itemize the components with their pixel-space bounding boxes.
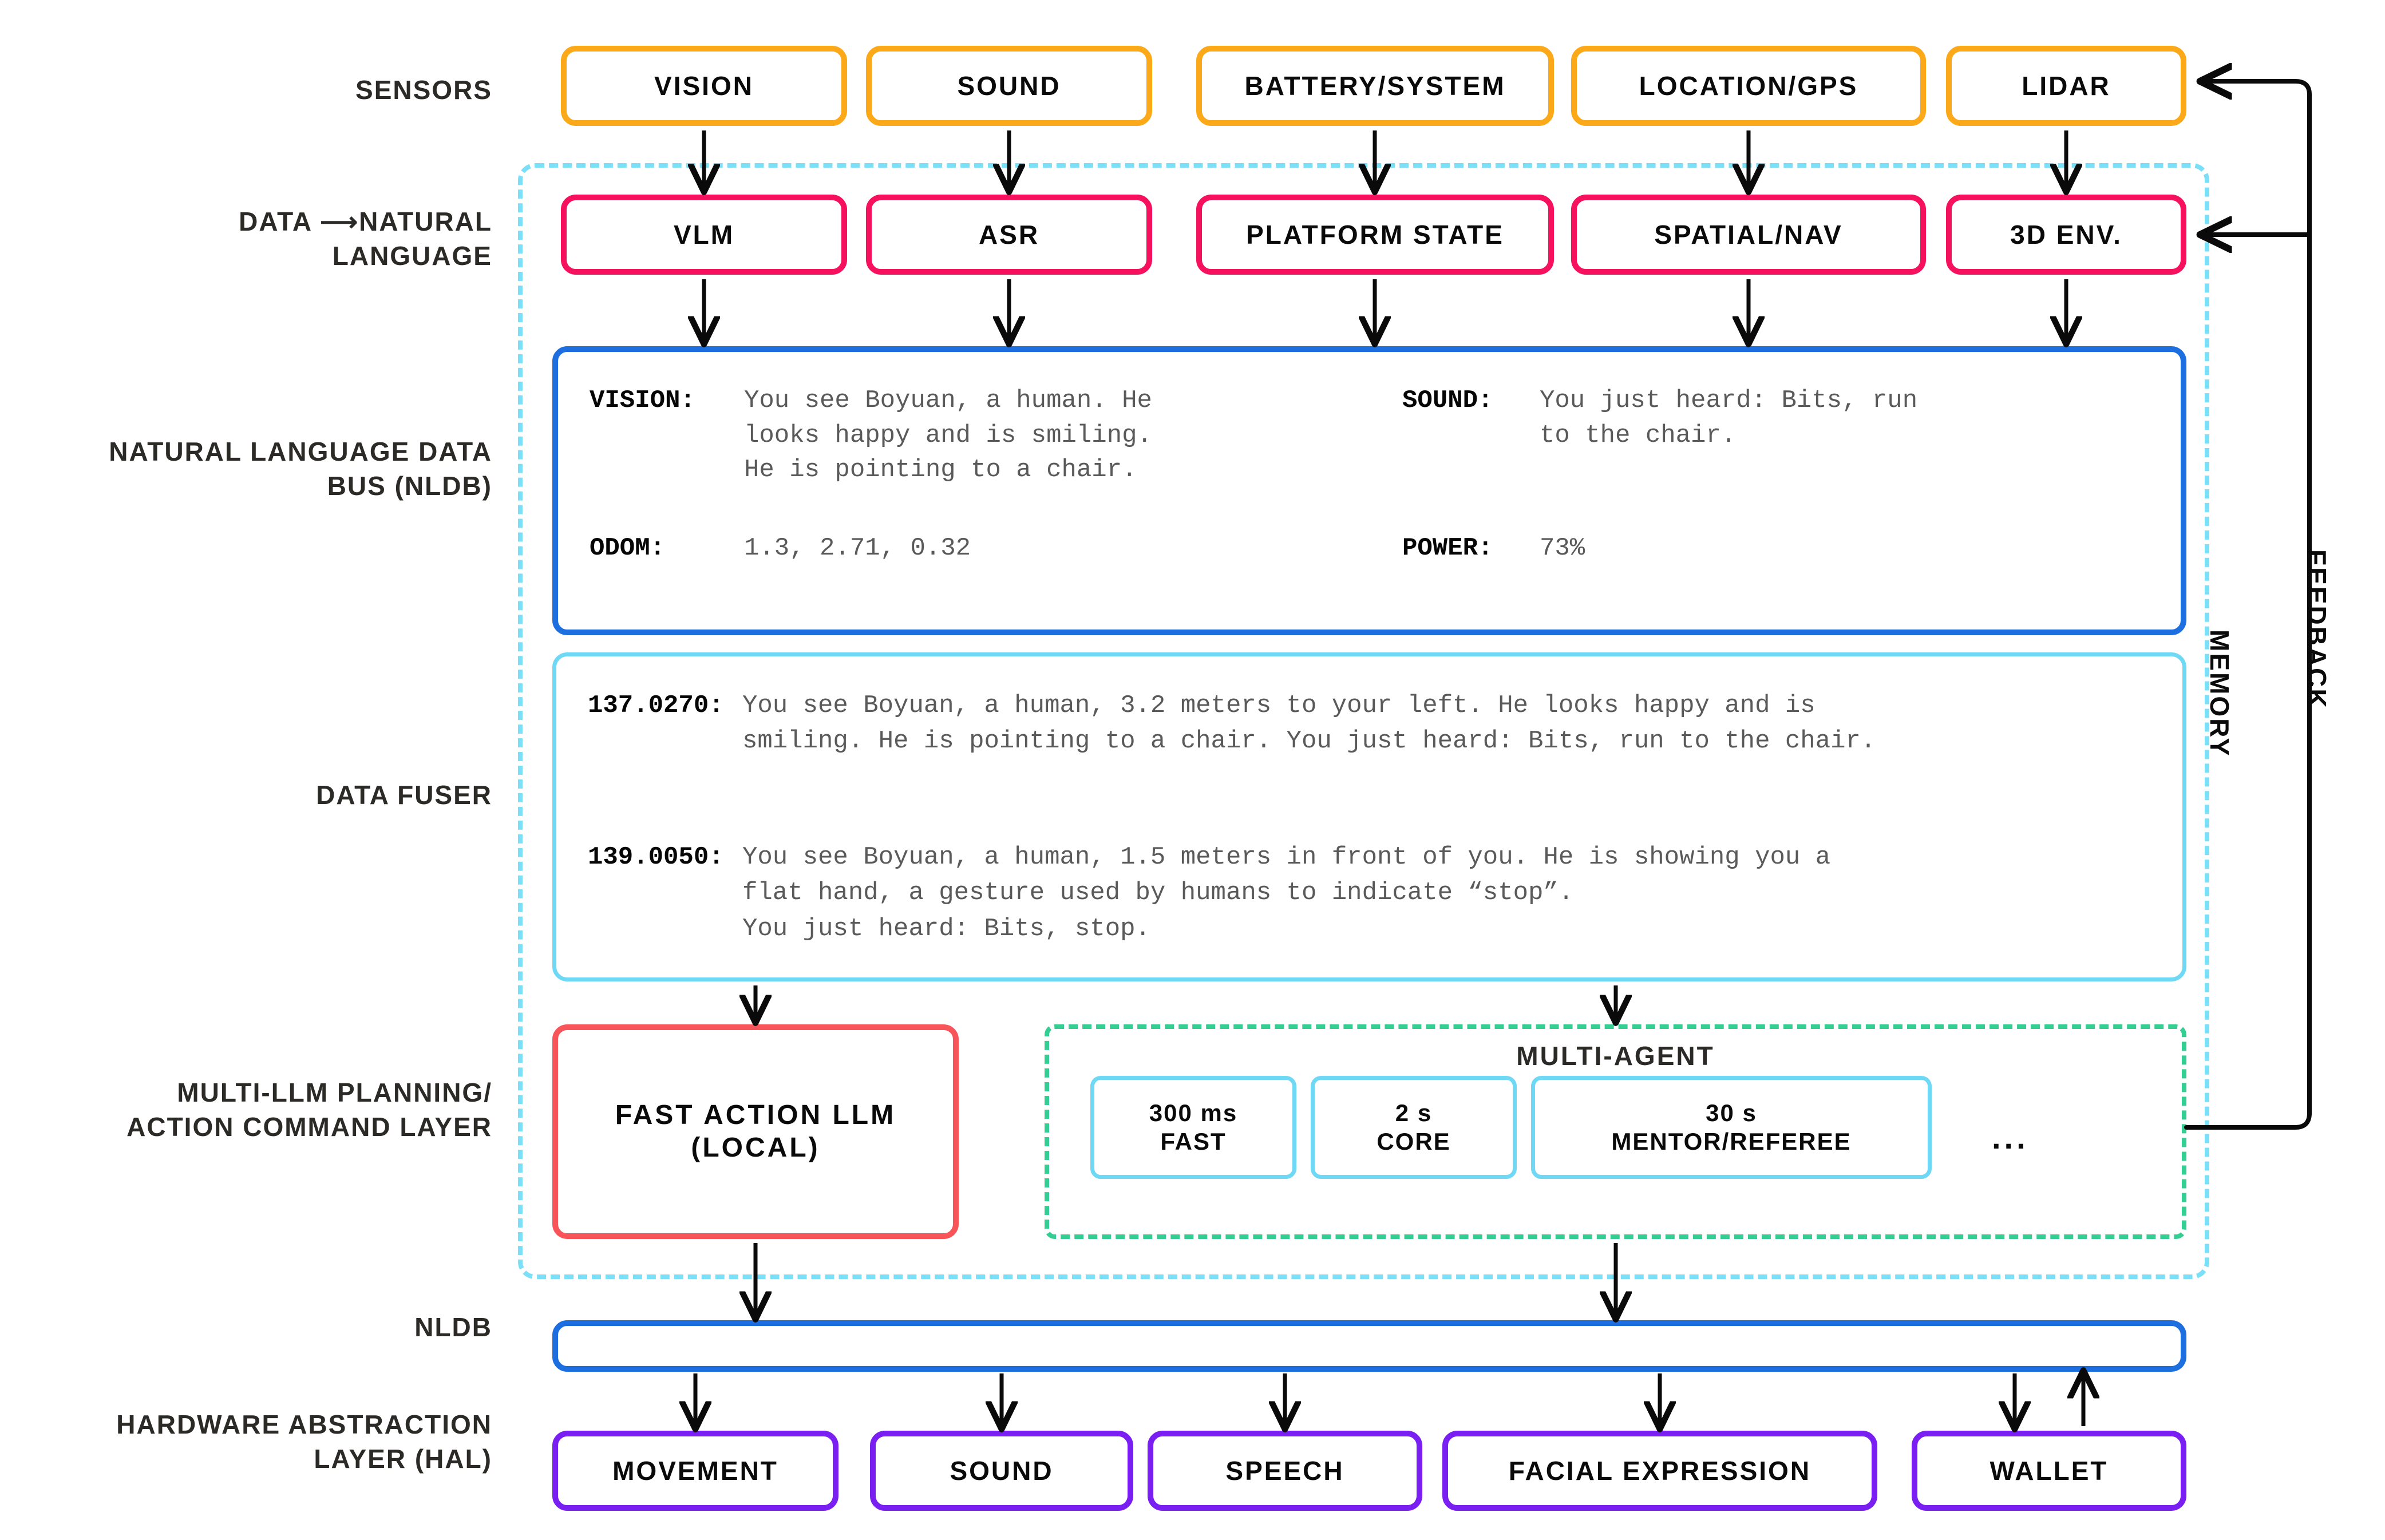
nldb-entry-value: 73% (1540, 534, 1585, 563)
agent-box-fast[interactable]: 300 ms FAST (1090, 1076, 1296, 1179)
nl-box-asr[interactable]: ASR (866, 195, 1152, 275)
sensor-label: LOCATION/GPS (1639, 70, 1858, 101)
hal-box-facial-expression[interactable]: FACIAL EXPRESSION (1442, 1431, 1877, 1511)
nl-box-3d-env[interactable]: 3D ENV. (1946, 195, 2186, 275)
sensor-label: SOUND (957, 70, 1061, 101)
side-label-feedback: FEEDBACK (2302, 549, 2332, 710)
hal-label: FACIAL EXPRESSION (1508, 1455, 1812, 1486)
nldb-entry-value: You just heard: Bits, run to the chair. (1540, 386, 1918, 450)
nl-label: VLM (673, 219, 735, 250)
data-fuser-panel: 137.0270: You see Boyuan, a human, 3.2 m… (552, 652, 2186, 981)
fast-action-llm-box[interactable]: FAST ACTION LLM (LOCAL) (552, 1024, 959, 1239)
sensor-box-vision[interactable]: VISION (561, 46, 847, 126)
nl-box-spatial-nav[interactable]: SPATIAL/NAV (1571, 195, 1926, 275)
nldb-entry-key: VISION: (590, 386, 695, 415)
data-fuser-entry: 139.0050: You see Boyuan, a human, 1.5 m… (588, 840, 2133, 947)
agent-time: 2 s (1395, 1099, 1433, 1127)
multi-agent-container (1045, 1024, 2186, 1239)
nldb-entry-vision: VISION: You see Boyuan, a human. He look… (590, 383, 1305, 488)
row-label-data-to-natural-language: DATA ⟶NATURAL LANGUAGE (239, 207, 492, 271)
nl-label: PLATFORM STATE (1246, 219, 1504, 250)
agent-ellipsis: ... (1992, 1119, 2029, 1155)
nldb-entry-value: 1.3, 2.71, 0.32 (744, 534, 971, 563)
side-label-memory: MEMORY (2205, 630, 2234, 758)
sensor-box-sound[interactable]: SOUND (866, 46, 1152, 126)
sensor-label: BATTERY/SYSTEM (1244, 70, 1506, 101)
nldb-bar (552, 1320, 2186, 1372)
nldb-entry-key: ODOM: (590, 534, 666, 563)
agent-time: 30 s (1706, 1099, 1757, 1127)
nl-box-platform-state[interactable]: PLATFORM STATE (1196, 195, 1554, 275)
data-fuser-text: You see Boyuan, a human, 3.2 meters to y… (742, 691, 1876, 756)
hal-box-sound[interactable]: SOUND (870, 1431, 1133, 1511)
nl-label: 3D ENV. (2010, 219, 2122, 250)
row-label-planning: MULTI-LLM PLANNING/ ACTION COMMAND LAYER (126, 1078, 492, 1142)
data-fuser-entry: 137.0270: You see Boyuan, a human, 3.2 m… (588, 688, 2133, 759)
hal-label: MOVEMENT (612, 1455, 778, 1486)
multi-agent-title: MULTI-AGENT (1516, 1041, 1715, 1071)
data-fuser-timestamp: 139.0050: (588, 843, 724, 872)
agent-box-mentor-referee[interactable]: 30 s MENTOR/REFEREE (1531, 1076, 1932, 1179)
nldb-entry-sound: SOUND: You just heard: Bits, run to the … (1402, 383, 2060, 453)
nl-box-vlm[interactable]: VLM (561, 195, 847, 275)
agent-time: 300 ms (1149, 1099, 1238, 1127)
agent-role: CORE (1377, 1128, 1451, 1155)
hal-label: WALLET (1990, 1455, 2109, 1486)
agent-role: MENTOR/REFEREE (1611, 1128, 1852, 1155)
nldb-entry-key: SOUND: (1402, 386, 1493, 415)
data-fuser-text: You see Boyuan, a human, 1.5 meters in f… (742, 843, 1831, 943)
hal-box-wallet[interactable]: WALLET (1912, 1431, 2186, 1511)
nl-label: ASR (978, 219, 1040, 250)
row-label-nldb-short: NLDB (414, 1312, 492, 1342)
nldb-entry-key: POWER: (1402, 534, 1493, 563)
sensor-label: LIDAR (2022, 70, 2111, 101)
sensor-box-lidar[interactable]: LIDAR (1946, 46, 2186, 126)
sensor-box-location-gps[interactable]: LOCATION/GPS (1571, 46, 1926, 126)
hal-box-movement[interactable]: MOVEMENT (552, 1431, 838, 1511)
data-fuser-timestamp: 137.0270: (588, 691, 724, 720)
sensor-box-battery-system[interactable]: BATTERY/SYSTEM (1196, 46, 1554, 126)
nl-label: SPATIAL/NAV (1654, 219, 1843, 250)
agent-role: FAST (1160, 1128, 1227, 1155)
nldb-entry-odom: ODOM: 1.3, 2.71, 0.32 (590, 531, 1305, 566)
fast-action-llm-subtitle: (LOCAL) (691, 1132, 820, 1163)
row-label-nldb: NATURAL LANGUAGE DATA BUS (NLDB) (109, 437, 492, 501)
agent-box-core[interactable]: 2 s CORE (1311, 1076, 1517, 1179)
nldb-panel: VISION: You see Boyuan, a human. He look… (552, 346, 2186, 635)
row-label-data-fuser: DATA FUSER (316, 780, 492, 810)
row-label-sensors: SENSORS (355, 75, 492, 105)
row-label-hal: HARDWARE ABSTRACTION LAYER (HAL) (116, 1410, 492, 1474)
fast-action-llm-title: FAST ACTION LLM (615, 1099, 896, 1130)
nldb-entry-power: POWER: 73% (1402, 531, 2060, 566)
sensor-label: VISION (654, 70, 754, 101)
hal-box-speech[interactable]: SPEECH (1148, 1431, 1422, 1511)
hal-label: SOUND (950, 1455, 1054, 1486)
nldb-entry-value: You see Boyuan, a human. He looks happy … (744, 386, 1152, 485)
hal-label: SPEECH (1225, 1455, 1344, 1486)
